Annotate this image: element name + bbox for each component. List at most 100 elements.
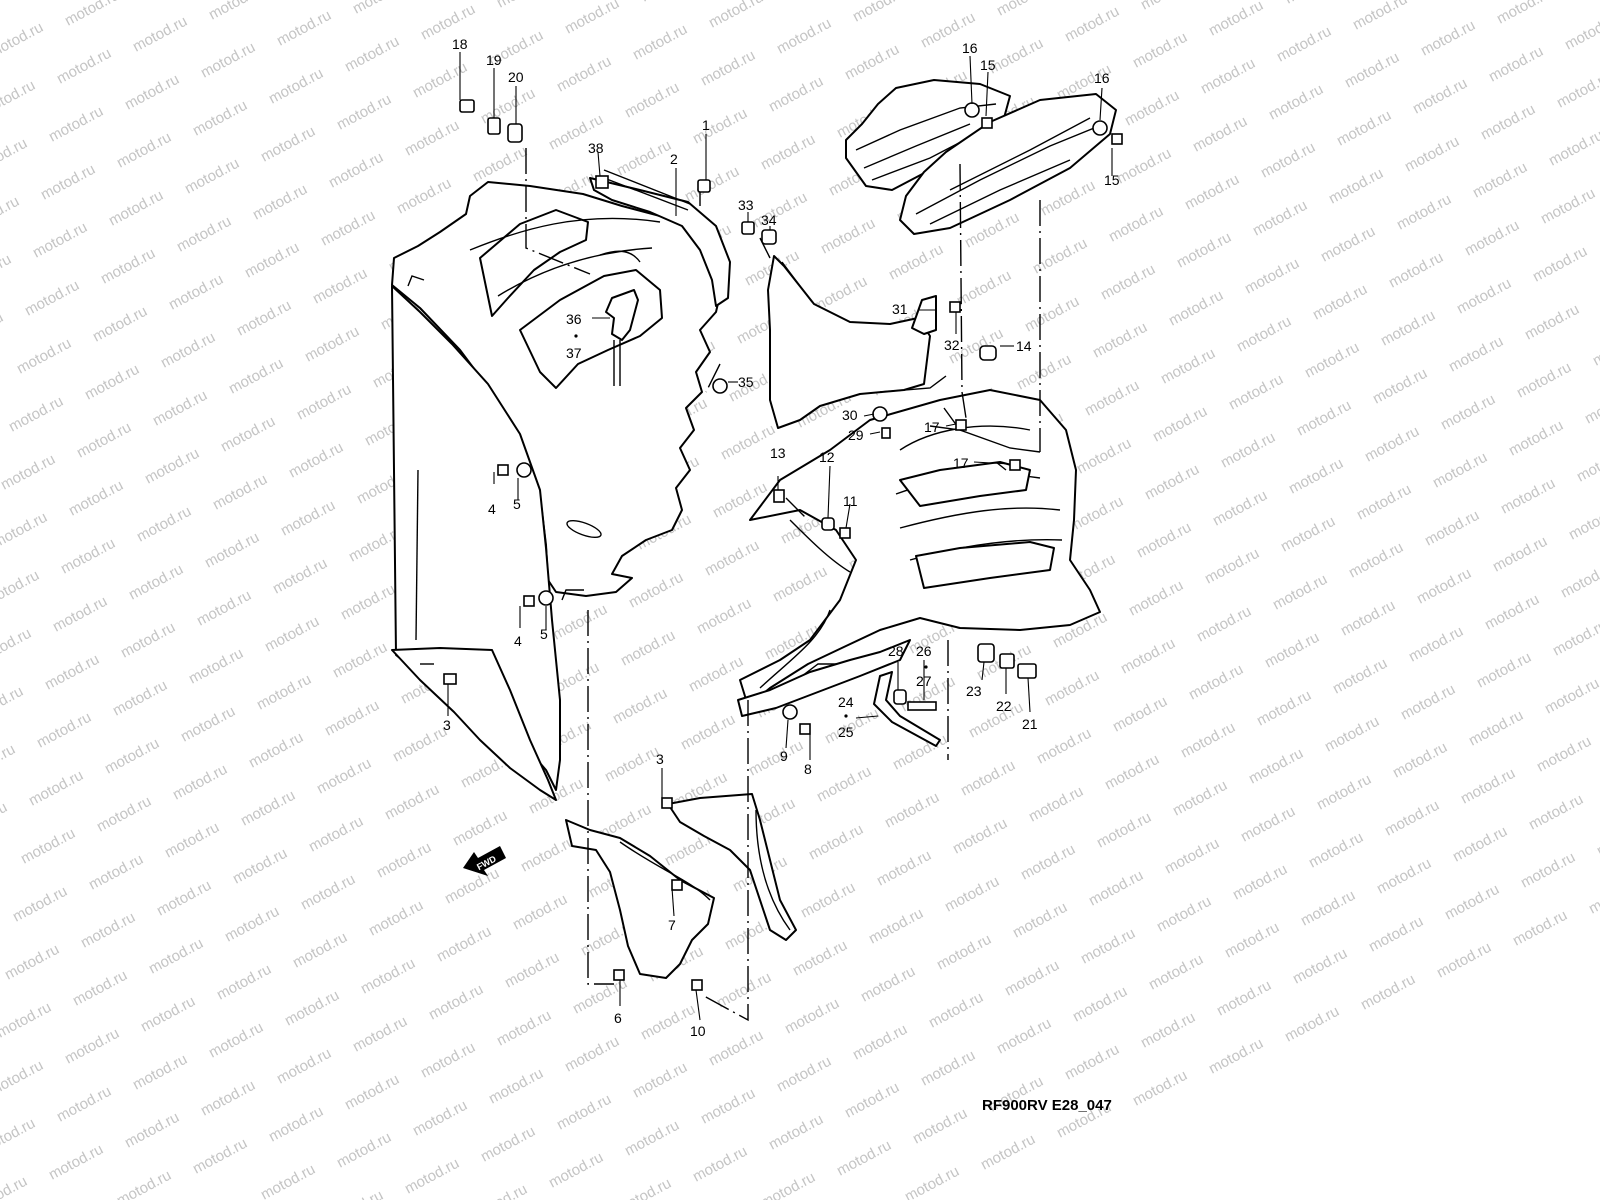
watermark-text: motod.ru — [0, 77, 38, 120]
watermark-text: motod.ru — [1274, 23, 1334, 66]
watermark-text: motod.ru — [1186, 661, 1246, 704]
grommet-16b — [1092, 120, 1108, 136]
watermark-text: motod.ru — [478, 1123, 538, 1166]
watermark-text: motod.ru — [1162, 835, 1222, 878]
fasteners — [443, 99, 1123, 991]
watermark-text: motod.ru — [338, 581, 398, 624]
watermark-text: motod.ru — [22, 277, 82, 320]
callout-13: 13 — [770, 445, 786, 461]
watermark-text: motod.ru — [314, 755, 374, 798]
watermark-text: motod.ru — [394, 175, 454, 218]
watermark-text: motod.ru — [850, 1021, 910, 1064]
watermark-text: motod.ru — [1438, 391, 1498, 434]
screw-7 — [671, 879, 683, 891]
watermark-text: motod.ru — [0, 1057, 46, 1100]
callout-20: 20 — [508, 69, 524, 85]
watermark-text: motod.ru — [714, 969, 774, 1012]
watermark-text: motod.ru — [1102, 751, 1162, 794]
watermark-text: motod.ru — [1490, 533, 1550, 576]
watermark-text: motod.ru — [1242, 255, 1302, 298]
watermark-text: motod.ru — [1214, 977, 1274, 1020]
watermark-text: motod.ru — [1178, 719, 1238, 762]
watermark-text: motod.ru — [806, 821, 866, 864]
watermark-text: motod.ru — [1530, 243, 1590, 286]
watermark-text: motod.ru — [1062, 1041, 1122, 1084]
watermark-text: motod.ru — [266, 65, 326, 108]
callout-9: 9 — [780, 748, 788, 764]
watermark-text: motod.ru — [30, 219, 90, 262]
watermark-text: motod.ru — [1574, 443, 1600, 486]
watermark-text: motod.ru — [322, 697, 382, 740]
watermark-text: motod.ru — [230, 845, 290, 888]
watermark-text: motod.ru — [1402, 133, 1462, 176]
watermark-text: motod.ru — [130, 1051, 190, 1094]
watermark-text: motod.ru — [1174, 229, 1234, 272]
watermark-text: motod.ru — [170, 761, 230, 804]
lower-front-cover — [565, 819, 715, 979]
watermark-text: motod.ru — [1294, 397, 1354, 440]
assembly-lines — [525, 148, 1041, 1022]
watermark-text: motod.ru — [706, 1027, 766, 1070]
clip-13 — [773, 489, 785, 503]
watermark-text: motod.ru — [554, 1091, 614, 1134]
watermark-text: motod.ru — [66, 477, 126, 520]
callout-14: 14 — [1016, 338, 1032, 354]
watermark-text: motod.ru — [1586, 875, 1600, 918]
watermark-text: motod.ru — [1414, 565, 1474, 608]
watermark-text: motod.ru — [774, 15, 834, 58]
callout-6: 6 — [614, 1010, 622, 1026]
watermark-text: motod.ru — [1398, 681, 1458, 724]
watermark-text: motod.ru — [286, 439, 346, 482]
watermark-text: motod.ru — [106, 187, 166, 230]
watermark-text: motod.ru — [1190, 113, 1250, 156]
watermark-text: motod.ru — [758, 131, 818, 174]
watermark-text: motod.ru — [882, 789, 942, 832]
watermark-text: motod.ru — [198, 1077, 258, 1120]
watermark-text: motod.ru — [1022, 293, 1082, 336]
watermark-text: motod.ru — [1378, 307, 1438, 350]
collar-5a — [516, 462, 532, 478]
watermark-text: motod.ru — [0, 1115, 38, 1158]
watermark-text: motod.ru — [46, 1141, 106, 1184]
watermark-text: motod.ru — [114, 129, 174, 172]
callout-21: 21 — [1022, 716, 1038, 732]
clip-6 — [613, 969, 625, 981]
watermark-text: motod.ru — [758, 1169, 818, 1200]
watermark-text: motod.ru — [318, 207, 378, 250]
inner-cowl-right-panel — [767, 255, 947, 429]
watermark-text: motod.ru — [1222, 919, 1282, 962]
watermark-text: motod.ru — [310, 265, 370, 308]
watermark-text: motod.ru — [1510, 907, 1570, 950]
watermark-text: motod.ru — [0, 857, 2, 900]
watermark-text: motod.ru — [54, 1083, 114, 1126]
watermark-text: motod.ru — [302, 323, 362, 366]
clip-17a — [955, 419, 967, 431]
watermark-text: motod.ru — [122, 71, 182, 114]
watermark-text: motod.ru — [638, 0, 698, 6]
watermark-text: motod.ru — [1494, 0, 1554, 28]
watermark-text: motod.ru — [834, 1137, 894, 1180]
callout-1: 1 — [702, 117, 710, 133]
watermark-text: motod.ru — [410, 1097, 470, 1140]
watermark-text: motod.ru — [926, 989, 986, 1032]
watermark-text: motod.ru — [46, 103, 106, 146]
watermark-text: motod.ru — [6, 393, 66, 436]
watermark-text: motod.ru — [1518, 849, 1578, 892]
watermark-text: motod.ru — [818, 215, 878, 258]
watermark-text: motod.ru — [410, 59, 470, 102]
watermark-text: motod.ru — [1090, 319, 1150, 362]
watermark-text: motod.ru — [798, 879, 858, 922]
watermark-text: motod.ru — [1590, 327, 1600, 370]
watermark-text: motod.ru — [350, 1013, 410, 1056]
watermark-text: motod.ru — [1282, 1003, 1342, 1046]
watermark-text: motod.ru — [910, 1105, 970, 1148]
screw-4b — [523, 595, 535, 607]
watermark-text: motod.ru — [1250, 197, 1310, 240]
watermark-text: motod.ru — [1078, 925, 1138, 968]
watermark-text: motod.ru — [0, 193, 22, 236]
callout-19: 19 — [486, 52, 502, 68]
watermark-text: motod.ru — [1254, 687, 1314, 730]
watermark-text: motod.ru — [954, 267, 1014, 310]
screw-29 — [881, 427, 891, 439]
watermark-text: motod.ru — [1130, 1067, 1190, 1110]
